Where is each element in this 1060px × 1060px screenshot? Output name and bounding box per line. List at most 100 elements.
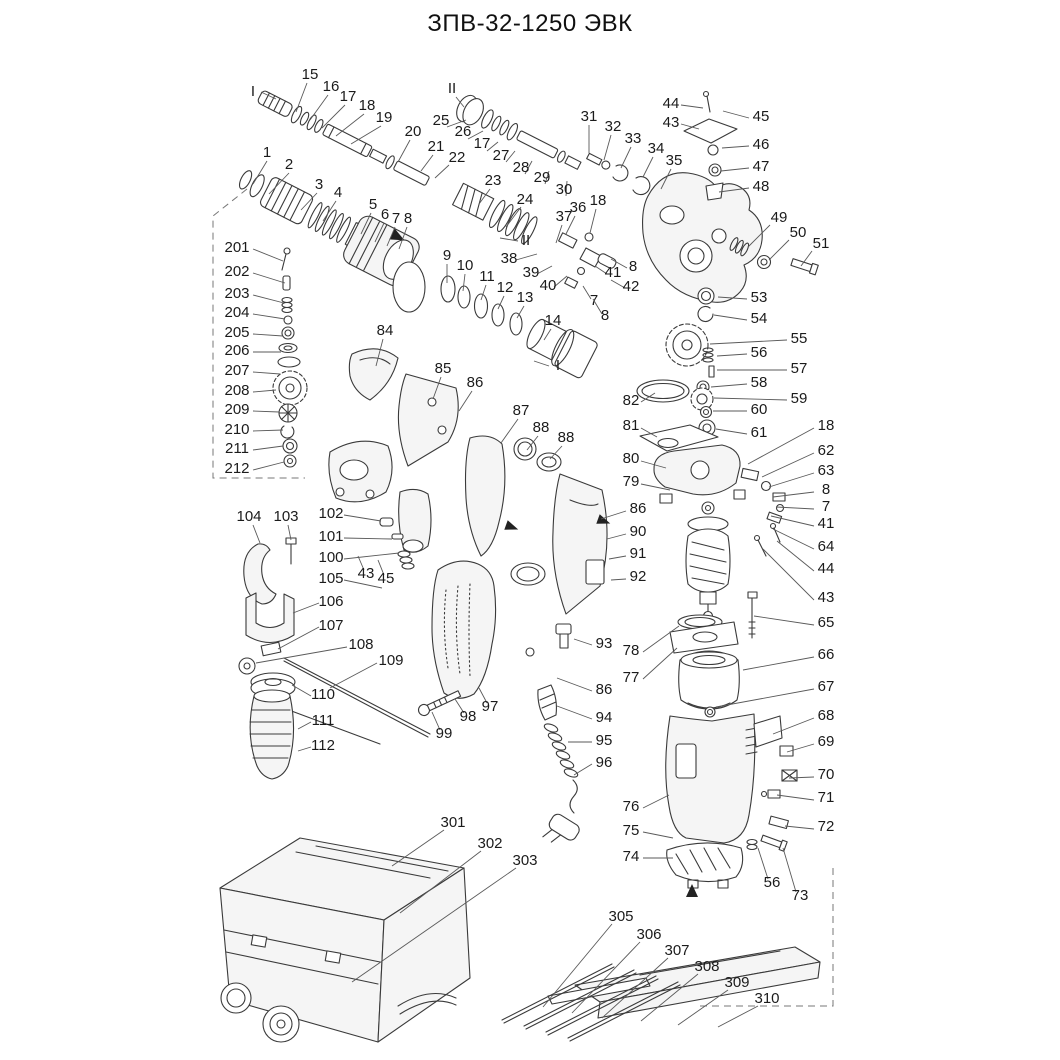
drill-bits-drawing — [501, 946, 821, 1042]
leader-line-18 — [747, 427, 815, 465]
part-label-23: 23 — [485, 172, 502, 189]
leader-line-88 — [526, 435, 539, 451]
part-label-21: 21 — [428, 138, 445, 155]
leader-line-69 — [786, 743, 815, 753]
part-label-13: 13 — [517, 289, 534, 306]
armature-drawing — [685, 501, 731, 622]
part-label-204: 204 — [224, 304, 249, 321]
part-label-68: 68 — [818, 707, 835, 724]
part-label-24: 24 — [517, 191, 534, 208]
leader-line-80 — [640, 460, 667, 469]
leader-line-205 — [252, 333, 284, 337]
part-label-106: 106 — [318, 593, 343, 610]
leader-line-7 — [775, 506, 815, 510]
part-label-44: 44 — [663, 95, 680, 112]
part-label-72: 72 — [818, 818, 835, 835]
part-label-203: 203 — [224, 285, 249, 302]
leader-line-70 — [788, 776, 815, 779]
leader-line-15 — [295, 82, 308, 113]
leader-line-5 — [360, 212, 372, 235]
part-label-70: 70 — [818, 766, 835, 783]
part-label-81: 81 — [623, 417, 640, 434]
leader-line-33 — [620, 146, 632, 169]
assembly-arrows — [389, 228, 698, 897]
part-label-60: 60 — [751, 401, 768, 418]
part-label-67: 67 — [818, 678, 835, 695]
leader-line-I — [533, 360, 550, 367]
leader-line-303 — [351, 867, 517, 983]
part-label-303: 303 — [512, 852, 537, 869]
leader-line-99 — [431, 711, 441, 731]
leader-line-63 — [768, 472, 815, 488]
part-label-18: 18 — [818, 417, 835, 434]
part-label-36: 36 — [570, 199, 587, 216]
leader-line-96 — [573, 763, 593, 776]
part-label-30: 30 — [556, 181, 573, 198]
leader-line-307 — [601, 957, 669, 1019]
part-label-109: 109 — [378, 652, 403, 669]
chuck-assembly-drawing — [238, 170, 617, 379]
part-label-110: 110 — [311, 686, 335, 703]
part-label-8: 8 — [404, 210, 412, 227]
leader-line-18 — [589, 208, 597, 234]
leader-line-105 — [343, 579, 383, 589]
leader-line-30 — [565, 180, 568, 197]
leader-line-211 — [252, 445, 284, 451]
leader-line-27 — [505, 150, 516, 163]
leader-line-44 — [776, 540, 815, 572]
part-label-62: 62 — [818, 442, 835, 459]
leader-line-44 — [680, 104, 704, 109]
part-label-74: 74 — [623, 848, 640, 865]
part-label-35: 35 — [666, 152, 683, 169]
handle-grip-drawing — [379, 517, 535, 717]
leader-line-90 — [606, 533, 627, 540]
part-label-111: 111 — [312, 712, 335, 729]
leader-line-25 — [446, 119, 467, 128]
part-label-39: 39 — [523, 264, 540, 281]
part-label-112: 112 — [311, 737, 335, 754]
part-label-12: 12 — [497, 279, 514, 296]
carrying-case-drawing — [219, 837, 471, 1043]
part-label-84: 84 — [377, 322, 394, 339]
part-label-17: 17 — [474, 135, 491, 152]
leader-line-301 — [391, 829, 445, 867]
leader-line-101 — [343, 537, 393, 540]
intermediate-shaft-drawing — [456, 94, 651, 196]
part-label-305: 305 — [608, 908, 633, 925]
part-label-43: 43 — [663, 114, 680, 131]
leader-line-66 — [742, 656, 815, 671]
leader-line-14 — [543, 328, 552, 341]
part-label-II: II — [448, 80, 456, 97]
part-label-88: 88 — [558, 429, 575, 446]
part-label-17: 17 — [340, 88, 357, 105]
part-label-205: 205 — [224, 324, 249, 341]
part-label-55: 55 — [791, 330, 808, 347]
leader-line-49 — [747, 224, 771, 248]
leader-line-91 — [608, 555, 627, 560]
gear-train-drawing — [665, 237, 819, 437]
leader-line-53 — [717, 296, 748, 300]
leader-line-55 — [709, 339, 788, 345]
part-label-78: 78 — [623, 642, 640, 659]
part-label-38: 38 — [501, 250, 518, 267]
leader-line-76 — [642, 794, 670, 809]
crank-plate-drawing — [636, 379, 746, 504]
part-label-47: 47 — [753, 158, 770, 175]
part-label-102: 102 — [318, 505, 343, 522]
leader-line-29 — [544, 170, 550, 185]
part-label-207: 207 — [224, 362, 249, 379]
striker-parts-drawing — [740, 467, 786, 639]
leader-line-309 — [677, 989, 729, 1026]
part-label-91: 91 — [630, 545, 647, 562]
leader-line-43 — [680, 123, 700, 130]
leader-line-II — [455, 96, 465, 108]
leader-line-112 — [297, 746, 312, 752]
part-label-7: 7 — [822, 498, 830, 515]
leader-line-67 — [715, 688, 815, 708]
part-label-301: 301 — [440, 814, 465, 831]
part-label-41: 41 — [605, 264, 622, 281]
leader-line-16 — [309, 94, 329, 121]
part-label-105: 105 — [318, 570, 343, 587]
leader-line-308 — [640, 973, 699, 1022]
leader-line-94 — [556, 705, 593, 720]
